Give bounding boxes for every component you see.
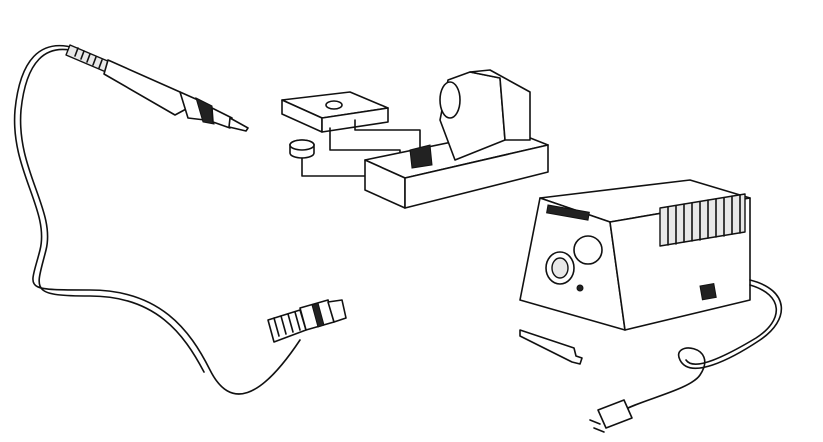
soldering-iron (65, 44, 249, 132)
cleaning-sponge (281, 91, 389, 133)
power-plug (589, 399, 633, 433)
iron-holder (364, 69, 549, 209)
iron-cable (13, 44, 301, 395)
small-sponge (289, 139, 315, 159)
power-cord (619, 279, 783, 413)
iron-connector (267, 299, 347, 343)
hex-key (519, 329, 583, 365)
control-station (519, 179, 751, 331)
